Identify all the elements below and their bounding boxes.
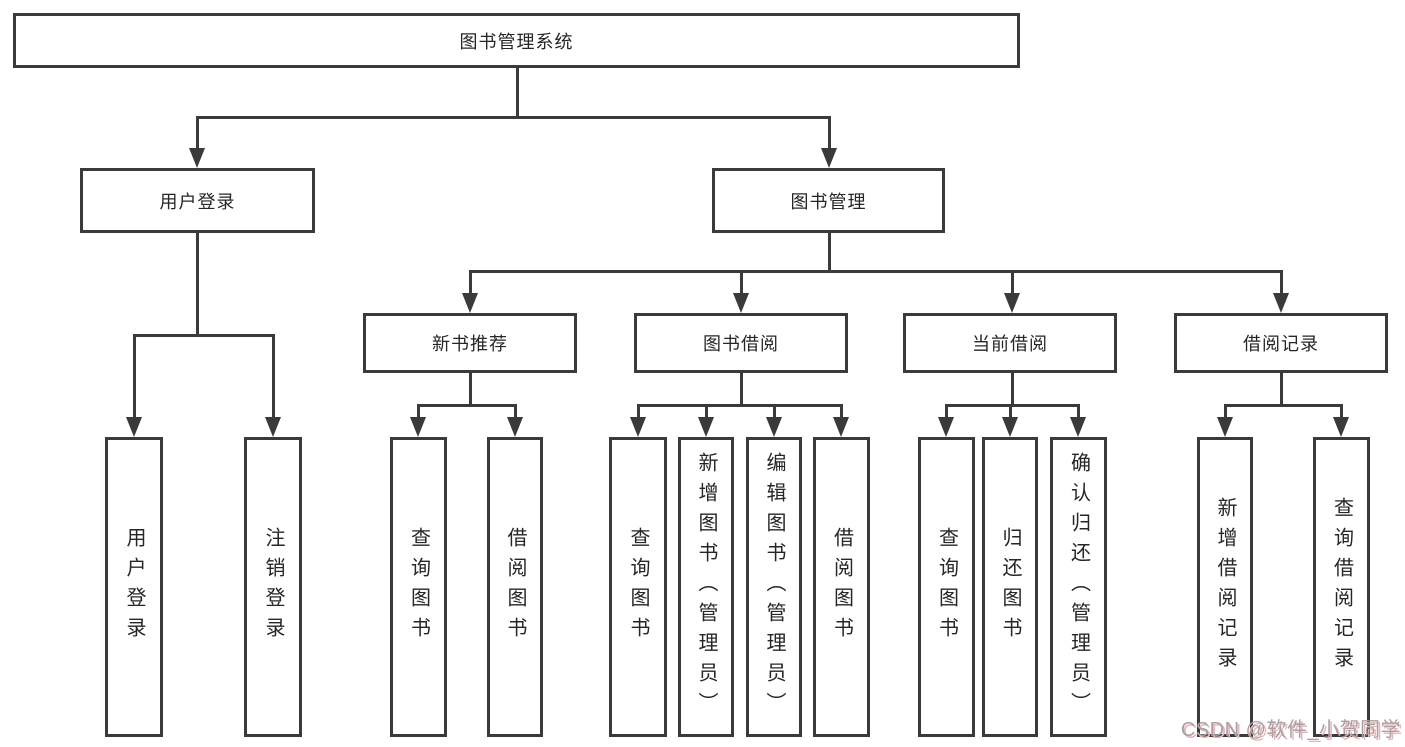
connector-stem — [468, 270, 472, 297]
connector-borrow-records-vline — [1279, 373, 1283, 407]
arrow-down-icon — [507, 417, 523, 437]
connector-stem — [195, 116, 199, 152]
node-book-management: 图书管理 — [712, 168, 945, 233]
connector-stem — [416, 404, 420, 421]
arrow-down-icon — [766, 417, 782, 437]
leaf-edit-books-admin: 编辑图书（管理员） — [746, 437, 802, 737]
node-user-login: 用户登录 — [80, 168, 315, 233]
connector-stem — [1339, 404, 1343, 421]
connector-root-hline — [195, 116, 831, 119]
connector-stem — [827, 116, 831, 152]
leaf-user-login: 用户登录 — [105, 437, 163, 737]
csdn-watermark: CSDN @软件_小贺同学 — [1180, 719, 1401, 741]
connector-current-borrow-vline — [1010, 373, 1014, 407]
connector-stem — [1223, 404, 1227, 421]
leaf-query-books-borrowing: 查询图书 — [609, 437, 667, 737]
connector-user-login-vline — [195, 233, 199, 337]
node-current-borrowing: 当前借阅 — [903, 313, 1117, 373]
arrow-down-icon — [1217, 417, 1233, 437]
connector-stem — [271, 334, 275, 421]
connector-stem — [1010, 270, 1014, 297]
connector-stem — [636, 404, 640, 421]
leaf-borrow-books-recommend: 借阅图书 — [487, 437, 543, 737]
connector-book-mgmt-vline — [827, 233, 831, 273]
arrow-down-icon — [833, 417, 849, 437]
arrow-down-icon — [410, 417, 426, 437]
arrow-down-icon — [189, 148, 205, 168]
connector-stem — [739, 270, 743, 297]
leaf-query-books-recommend: 查询图书 — [390, 437, 447, 737]
connector-user-login-hline — [132, 334, 275, 337]
leaf-logout: 注销登录 — [244, 437, 302, 737]
connector-stem — [772, 404, 776, 421]
arrow-down-icon — [733, 293, 749, 313]
arrow-down-icon — [126, 417, 142, 437]
connector-stem — [513, 404, 517, 421]
leaf-confirm-return-admin: 确认归还（管理员） — [1050, 437, 1107, 737]
arrow-down-icon — [265, 417, 281, 437]
connector-new-book-hline — [416, 404, 517, 407]
connector-stem — [1076, 404, 1080, 421]
connector-stem — [944, 404, 948, 421]
leaf-query-books-current: 查询图书 — [918, 437, 975, 737]
connector-stem — [704, 404, 708, 421]
connector-book-borrow-vline — [739, 373, 743, 407]
arrow-down-icon — [1070, 417, 1086, 437]
leaf-borrow-books: 借阅图书 — [813, 437, 870, 737]
arrow-down-icon — [630, 417, 646, 437]
connector-new-book-vline — [468, 373, 472, 407]
arrow-down-icon — [1273, 293, 1289, 313]
arrow-down-icon — [1002, 417, 1018, 437]
arrow-down-icon — [938, 417, 954, 437]
node-new-book-recommendation: 新书推荐 — [363, 313, 577, 373]
arrow-down-icon — [1333, 417, 1349, 437]
connector-current-borrow-hline — [944, 404, 1080, 407]
connector-root-vline — [515, 68, 519, 119]
leaf-add-borrow-record: 新增借阅记录 — [1197, 437, 1253, 737]
connector-stem — [1008, 404, 1012, 421]
arrow-down-icon — [821, 148, 837, 168]
connector-stem — [132, 334, 136, 421]
connector-stem — [1279, 270, 1283, 297]
arrow-down-icon — [1004, 293, 1020, 313]
node-library-management-system: 图书管理系统 — [13, 13, 1020, 68]
node-book-borrowing: 图书借阅 — [634, 313, 848, 373]
connector-stem — [839, 404, 843, 421]
leaf-add-books-admin: 新增图书（管理员） — [678, 437, 734, 737]
connector-book-mgmt-hline — [468, 270, 1283, 273]
arrow-down-icon — [462, 293, 478, 313]
leaf-return-books: 归还图书 — [982, 437, 1038, 737]
arrow-down-icon — [698, 417, 714, 437]
connector-book-borrow-hline — [636, 404, 843, 407]
node-borrowing-records: 借阅记录 — [1174, 313, 1388, 373]
leaf-query-borrow-record: 查询借阅记录 — [1313, 437, 1370, 737]
connector-borrow-records-hline — [1223, 404, 1343, 407]
